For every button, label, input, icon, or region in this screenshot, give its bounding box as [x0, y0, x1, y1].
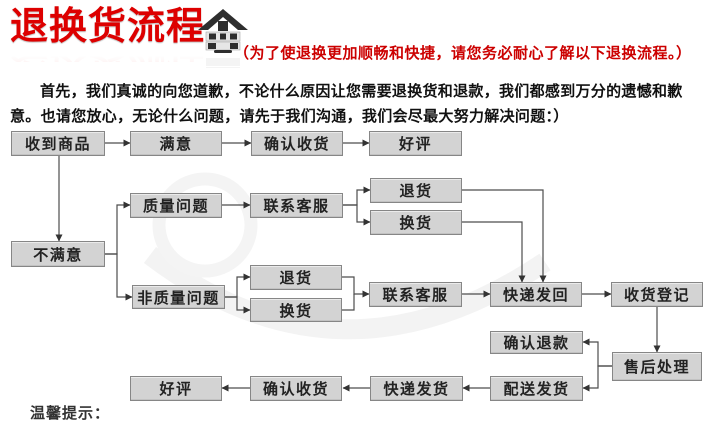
flow-node-confirm-receipt-bottom: 确认收货 — [250, 376, 342, 401]
home-icon — [198, 9, 248, 68]
flow-node-received: 收到商品 — [11, 131, 105, 156]
flow-node-good-review-bottom: 好评 — [130, 376, 222, 401]
warm-tip-label: 温馨提示： — [30, 405, 111, 422]
flow-node-contact-service-2: 联系客服 — [369, 282, 462, 307]
flow-node-quality-issue: 质量问题 — [130, 193, 222, 218]
flow-node-confirm-receipt-top: 确认收货 — [251, 131, 343, 156]
flow-node-return-1: 退货 — [370, 178, 462, 203]
intro-paragraph: 首先，我们真诚的向您道歉，不论什么原因让您需要退换货和退款，我们都感到万分的遗憾… — [10, 83, 683, 125]
flow-node-confirm-refund: 确认退款 — [490, 331, 583, 354]
flow-node-return-2: 退货 — [250, 265, 342, 290]
home-icon-reflection — [206, 58, 240, 68]
flow-node-exchange-1: 换货 — [370, 210, 462, 235]
header-subtitle: （为了使退换更加顺畅和快捷，请您务必耐心了解以下退换流程。） — [234, 45, 692, 62]
flow-node-non-quality-issue: 非质量问题 — [132, 285, 225, 309]
flow-node-express-send: 快递发货 — [370, 376, 463, 401]
home-icon-main — [198, 9, 248, 53]
flow-node-contact-service-1: 联系客服 — [250, 193, 343, 218]
flow-node-unsatisfied: 不满意 — [11, 241, 105, 267]
flow-node-good-review-top: 好评 — [369, 131, 462, 156]
header: 退换货流程 退换货流程 — [10, 6, 205, 62]
flow-node-receipt-register: 收货登记 — [611, 282, 703, 307]
flow-node-exchange-2: 换货 — [250, 298, 342, 322]
flow-node-express-return: 快递发回 — [490, 282, 582, 307]
flow-node-dispatch: 配送发货 — [490, 376, 583, 401]
flow-node-satisfied: 满意 — [130, 131, 222, 156]
flow-node-after-sales: 售后处理 — [612, 352, 702, 381]
page-title: 退换货流程 — [10, 6, 206, 48]
